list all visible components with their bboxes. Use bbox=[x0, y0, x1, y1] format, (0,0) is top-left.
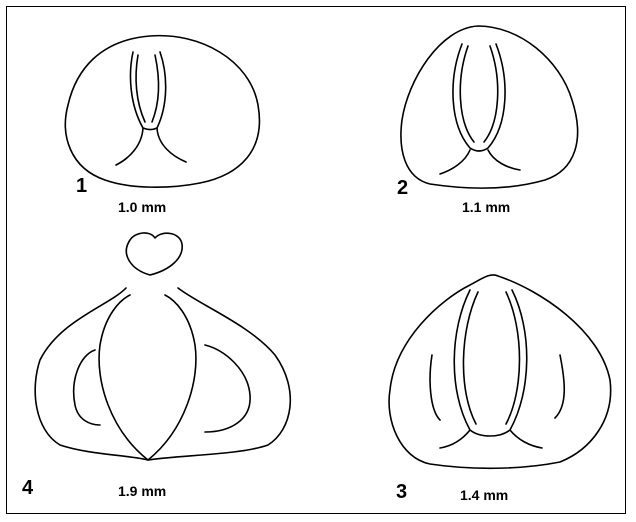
panel-size-1: 1.0 mm bbox=[118, 200, 166, 214]
panel-number-2: 2 bbox=[397, 178, 408, 198]
panel-size-4: 1.9 mm bbox=[118, 484, 166, 498]
panel-number-4: 4 bbox=[22, 478, 33, 498]
panel-number-1: 1 bbox=[76, 176, 87, 196]
outline-stage-4 bbox=[35, 233, 290, 460]
panel-size-2: 1.1 mm bbox=[462, 200, 510, 214]
outline-stage-3 bbox=[389, 275, 611, 468]
panel-size-3: 1.4 mm bbox=[460, 488, 508, 502]
outline-stage-1 bbox=[65, 36, 259, 188]
outline-stage-2 bbox=[401, 26, 578, 188]
panel-number-3: 3 bbox=[396, 482, 407, 502]
